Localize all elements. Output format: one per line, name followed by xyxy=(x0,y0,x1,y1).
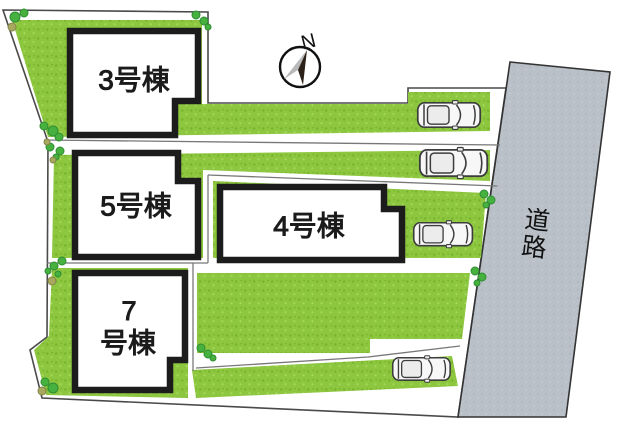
bush xyxy=(470,266,480,276)
building-3-label: 3号棟 xyxy=(98,65,170,96)
bush xyxy=(49,261,59,271)
building-4-label: 4号棟 xyxy=(273,211,345,242)
bush xyxy=(47,382,59,394)
lot-dividers xyxy=(43,139,501,371)
building-7-label-line1: 7 xyxy=(121,296,136,326)
building-3-footprint xyxy=(66,27,202,139)
bush-clusters-olive-inner xyxy=(7,22,57,396)
bush xyxy=(477,272,487,282)
lot-divider xyxy=(43,139,501,146)
bush xyxy=(54,132,64,142)
bush xyxy=(39,121,49,131)
bush-clusters-olive xyxy=(7,22,57,396)
bush-clusters xyxy=(9,8,496,394)
building-4-footprint xyxy=(216,183,406,264)
bush xyxy=(479,189,489,199)
bush xyxy=(199,16,209,26)
bush xyxy=(473,279,481,287)
bush xyxy=(40,377,50,387)
bush xyxy=(19,8,29,18)
bush-olive xyxy=(47,276,57,286)
compass-circle xyxy=(278,45,322,89)
buildings: 3号棟 5号棟 4号棟 7 号棟 xyxy=(66,27,406,394)
bush xyxy=(54,270,62,278)
bush xyxy=(486,195,496,205)
bush xyxy=(209,354,217,362)
bush xyxy=(47,125,59,137)
bush xyxy=(196,343,206,353)
compass-north-indicator: N xyxy=(278,30,322,89)
north-label: N xyxy=(299,30,318,55)
lawn-lot7-driveway xyxy=(192,356,458,398)
parked-car-3 xyxy=(412,219,474,249)
road-surface xyxy=(457,61,611,418)
bush xyxy=(57,256,67,266)
bush xyxy=(204,23,212,31)
bushes xyxy=(7,8,496,396)
building-5-label: 5号棟 xyxy=(100,191,172,222)
bush-olive xyxy=(49,156,57,164)
parked-car-1 xyxy=(416,99,482,131)
bush xyxy=(44,267,52,275)
lot-divider xyxy=(207,174,498,187)
bush xyxy=(9,11,21,23)
lawn-lot4-yard xyxy=(197,273,470,353)
bush xyxy=(203,349,213,359)
bush xyxy=(55,146,65,156)
lot-divider xyxy=(195,345,461,369)
parked-car-4 xyxy=(391,354,451,383)
bush-olive xyxy=(37,386,47,396)
building-5-footprint xyxy=(71,149,202,261)
bush-olive xyxy=(7,22,17,32)
building-7-label-line2: 号棟 xyxy=(100,328,156,359)
bush xyxy=(191,10,201,20)
bush-olive xyxy=(43,138,51,146)
parked-car-2 xyxy=(418,146,489,180)
compass-needle-east xyxy=(298,50,307,85)
compass-needle-west xyxy=(284,50,307,79)
building-7-footprint xyxy=(71,269,189,394)
bush xyxy=(482,201,490,209)
